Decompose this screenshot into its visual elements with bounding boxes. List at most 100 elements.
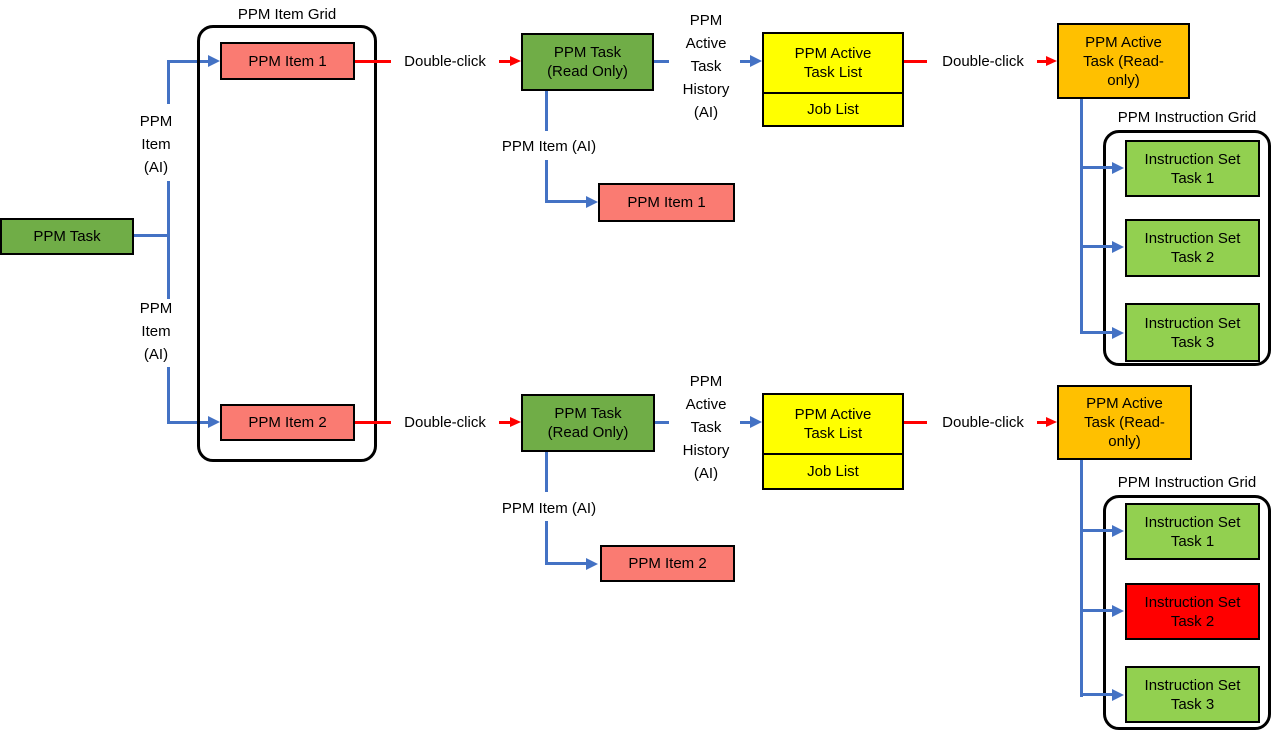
arrowhead-right-icon [510, 417, 521, 427]
arrowhead-right-icon [1046, 417, 1057, 427]
node-label: PPM Task [33, 228, 101, 245]
connector-to-instruction-1 [1080, 166, 1113, 169]
node-ppm-task-read-only-top: PPM Task (Read Only) [521, 33, 654, 91]
connector-fanout-lower [167, 367, 170, 423]
arrowhead-right-icon [1112, 241, 1124, 253]
label-line: PPM [139, 300, 173, 317]
label-line: Active [685, 35, 727, 52]
label-ppm-item-ai-inline-top: PPM Item (AI) [489, 135, 609, 158]
node-label: Instruction Set [1144, 314, 1241, 332]
cell-ppm-active-task-list: PPM Active Task List [764, 34, 902, 92]
label-line: (AI) [693, 465, 719, 482]
label-ppm-instruction-grid-top: PPM Instruction Grid [1100, 106, 1274, 129]
node-ppm-task-read-only-bottom: PPM Task (Read Only) [521, 394, 655, 452]
label-line: Double-click [942, 414, 1024, 431]
node-label: Task 2 [1170, 612, 1215, 630]
label-line: PPM [139, 113, 173, 130]
label-line: Task [690, 58, 722, 75]
connector-fanout-upper [167, 60, 170, 104]
label-line: Double-click [404, 414, 486, 431]
connector-doubleclick-bottomright-arrow [1037, 421, 1046, 424]
node-label: only) [1108, 433, 1141, 450]
node-label: Task 3 [1170, 695, 1215, 713]
node-label: Instruction Set [1144, 593, 1241, 611]
connector-doubleclick-bottom-arrow [499, 421, 510, 424]
node-ppm-item-1: PPM Item 1 [220, 42, 355, 80]
arrowhead-right-icon [510, 56, 521, 66]
arrowhead-right-icon [586, 196, 598, 208]
connector-history-top-right [740, 60, 751, 63]
node-active-task-list-top: PPM Active Task List Job List [762, 32, 904, 127]
node-instruction-set-task-2-alert: Instruction Set Task 2 [1125, 583, 1260, 640]
label-active-task-history-bottom: PPM Active Task History (AI) [666, 370, 746, 485]
connector-doubleclick-top [355, 60, 391, 63]
connector-to-instruction-3 [1080, 331, 1113, 334]
container-ppm-item-grid [197, 25, 377, 462]
node-label: Instruction Set [1144, 150, 1241, 168]
container-ppm-instruction-grid-bottom [1103, 495, 1271, 730]
node-instruction-set-task-1: Instruction Set Task 1 [1125, 503, 1260, 560]
node-label: only) [1107, 71, 1140, 89]
connector-history-top-left [654, 60, 669, 63]
node-label: PPM Item 2 [628, 555, 707, 572]
connector-doubleclick-bottom [355, 421, 391, 424]
connector-fanout-middle [167, 181, 170, 299]
arrowhead-right-icon [208, 55, 220, 67]
node-label: Task (Read- [1084, 414, 1165, 431]
arrowhead-right-icon [1112, 162, 1124, 174]
connector-history-bottom-right [740, 421, 751, 424]
node-label: (Read Only) [547, 63, 628, 80]
node-label: Instruction Set [1144, 230, 1241, 247]
node-label: PPM Active [1086, 395, 1163, 412]
label-ppm-item-grid-title: PPM Item Grid [197, 3, 377, 26]
connector-to-instruction-2 [1080, 245, 1113, 248]
cell-label: PPM Active [794, 406, 872, 423]
arrowhead-right-icon [1112, 327, 1124, 339]
label-line: PPM [689, 373, 723, 390]
node-label: PPM Active [1085, 33, 1162, 51]
label-line: History [682, 81, 730, 98]
node-ppm-task: PPM Task [0, 218, 134, 255]
node-ppm-item-2: PPM Item 2 [220, 404, 355, 441]
node-label: (Read Only) [547, 424, 629, 441]
label-ppm-item-ai-lower: PPM Item (AI) [126, 297, 186, 366]
node-label: Task 1 [1170, 169, 1215, 187]
label-ppm-item-ai-inline-bottom: PPM Item (AI) [489, 497, 609, 520]
connector-ro-bottom-drop1 [545, 452, 548, 492]
node-ppm-active-task-read-only-bottom: PPM Active Task (Read- only) [1057, 385, 1192, 460]
label-line: Task [690, 419, 722, 436]
node-ppm-item-1-copy: PPM Item 1 [598, 183, 735, 222]
connector-doubleclick-topright [904, 60, 927, 63]
arrowhead-right-icon [1112, 605, 1124, 617]
cell-label: Task List [803, 425, 863, 442]
node-label: PPM Task [554, 405, 622, 422]
cell-label: Job List [807, 101, 859, 118]
label-line: (AI) [143, 346, 169, 363]
node-label: Task 2 [1170, 249, 1215, 266]
connector-to-item2 [167, 421, 209, 424]
connector-ro-top-drop1 [545, 91, 548, 131]
connector-to-item1 [167, 60, 209, 63]
node-label: Task (Read- [1083, 52, 1164, 70]
node-instruction-set-task-3: Instruction Set Task 3 [1125, 666, 1260, 723]
connector-instruction-fanout-bottom [1080, 460, 1083, 697]
label-ppm-item-ai-upper: PPM Item (AI) [126, 110, 186, 179]
connector-to-instruction-3 [1080, 693, 1113, 696]
node-active-task-list-bottom: PPM Active Task List Job List [762, 393, 904, 490]
node-label: Task 1 [1170, 532, 1215, 550]
label-line: Active [685, 396, 727, 413]
label-line: (AI) [143, 159, 169, 176]
node-label: Instruction Set [1144, 676, 1241, 694]
arrowhead-right-icon [1112, 525, 1124, 537]
label-line: Double-click [404, 53, 486, 70]
node-label: Instruction Set [1144, 513, 1241, 531]
node-label: PPM Item 1 [627, 194, 706, 211]
cell-label: Task List [803, 64, 863, 81]
node-instruction-set-task-2: Instruction Set Task 2 [1125, 219, 1260, 277]
connector-history-bottom-left [655, 421, 669, 424]
label-line: PPM Item (AI) [501, 138, 597, 155]
label-line: (AI) [693, 104, 719, 121]
label-line: Item [141, 323, 171, 340]
connector-doubleclick-top-arrow [499, 60, 510, 63]
